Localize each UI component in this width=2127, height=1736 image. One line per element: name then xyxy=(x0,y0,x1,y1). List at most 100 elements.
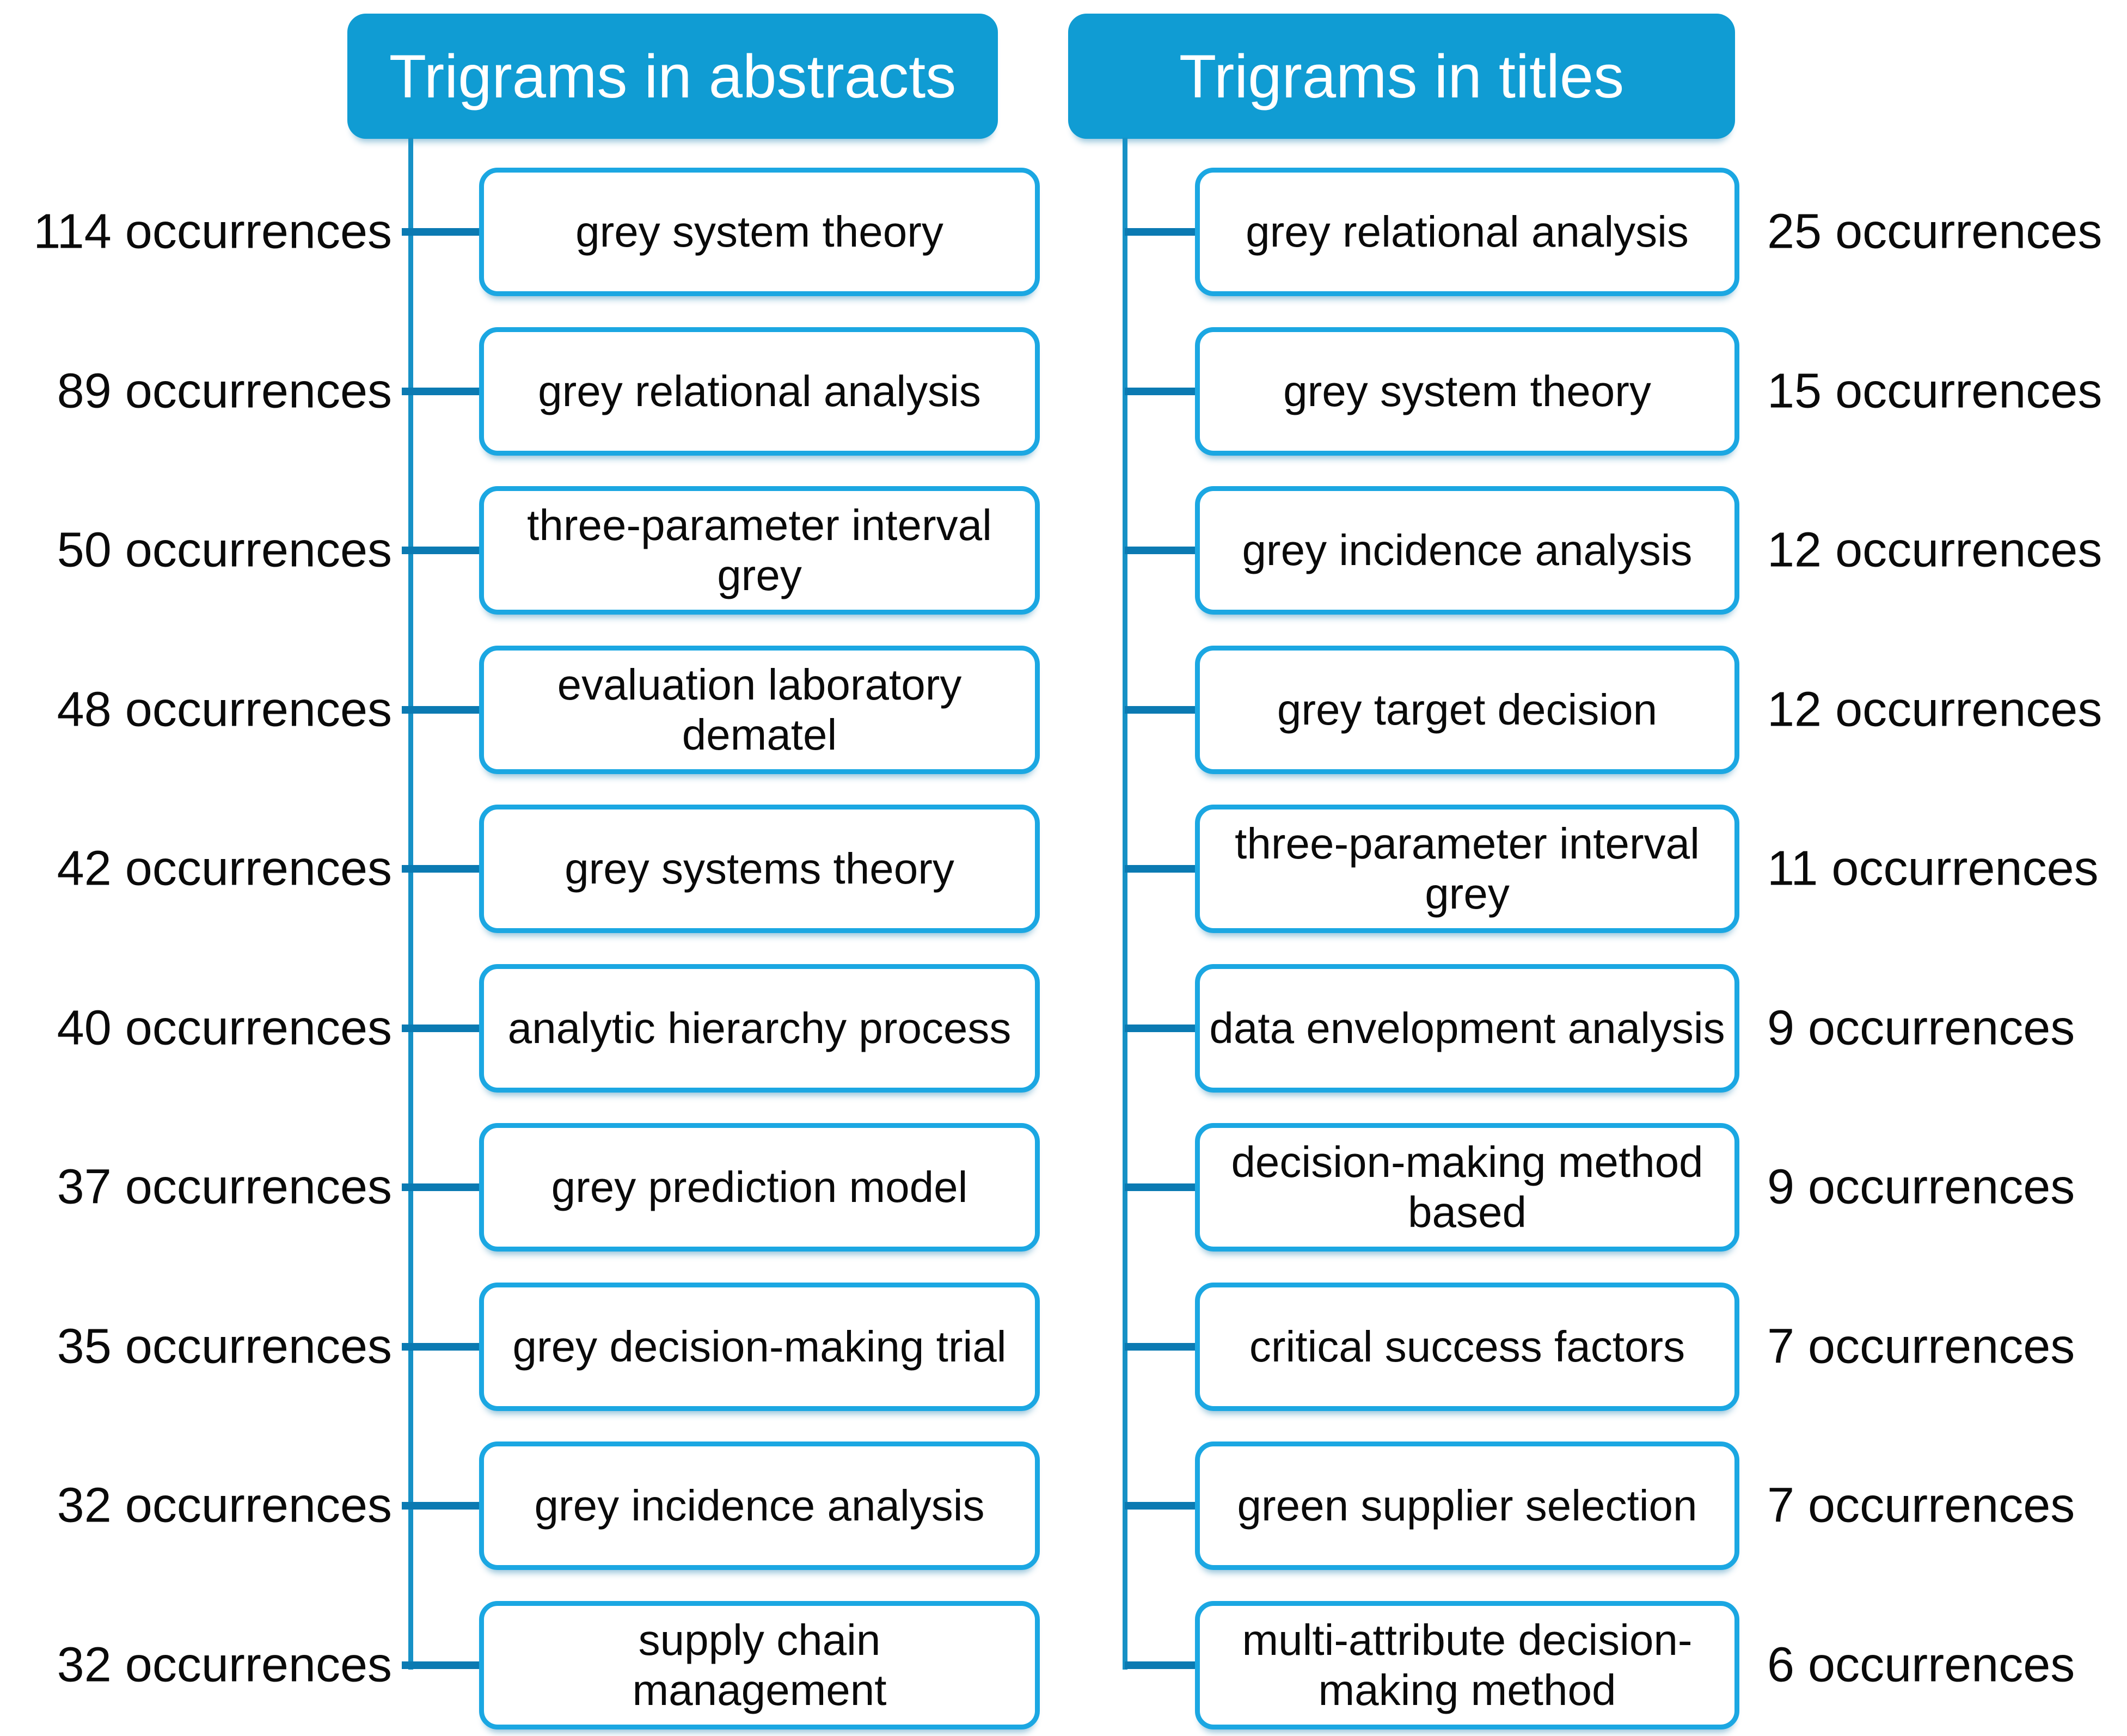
trigram-phrase-label: grey prediction model xyxy=(551,1163,968,1212)
trigram-box: grey systems theory xyxy=(479,805,1040,934)
trigram-phrase-label: analytic hierarchy process xyxy=(507,1003,1012,1052)
connector-line xyxy=(402,1661,484,1669)
tree-row-right-8: 7 occurrences critical success factors xyxy=(0,1267,2127,1427)
tree-row-left-2: 89 occurrences grey relational analysis xyxy=(0,312,2127,471)
connector-line xyxy=(1125,1661,1200,1669)
connector-line xyxy=(402,706,484,714)
occurrence-count-label: 9 occurrences xyxy=(1767,1001,2075,1056)
occurrence-count-label: 114 occurrences xyxy=(33,204,392,259)
tree-row-right-1: 25 occurrences grey relational analysis xyxy=(0,152,2127,312)
left-tree-title: Trigrams in abstracts xyxy=(347,14,998,139)
trigram-box: grey target decision xyxy=(1195,645,1739,774)
connector-line xyxy=(1125,1024,1200,1032)
right-tree-title: Trigrams in titles xyxy=(1068,14,1735,139)
trigram-phrase-label: grey target decision xyxy=(1277,685,1658,734)
trigram-phrase-label: three-parameter interval grey xyxy=(1235,819,1700,918)
trigram-phrase-label: grey incidence analysis xyxy=(534,1481,985,1530)
occurrence-count-label: 6 occurrences xyxy=(1767,1637,2075,1692)
trigram-box: data envelopment analysis xyxy=(1195,964,1739,1093)
trigram-box: grey system theory xyxy=(1195,327,1739,456)
trigram-phrase-label: grey relational analysis xyxy=(1246,207,1689,256)
trigram-box: grey relational analysis xyxy=(479,327,1040,456)
occurrence-count-label: 37 occurrences xyxy=(57,1160,392,1214)
tree-row-left-3: 50 occurrences three-parameter interval … xyxy=(0,471,2127,630)
connector-line xyxy=(1125,1502,1200,1510)
connector-line xyxy=(1125,228,1200,236)
connector-line xyxy=(1125,547,1200,555)
trigram-phrase-label: data envelopment analysis xyxy=(1209,1003,1725,1052)
occurrence-count-label: 35 occurrences xyxy=(57,1319,392,1374)
trigram-phrase-label: grey system theory xyxy=(575,207,943,256)
trigram-box: green supplier selection xyxy=(1195,1441,1739,1571)
trigram-phrase-label: grey decision-making trial xyxy=(512,1322,1007,1371)
trigram-box: multi-attribute decision- making method xyxy=(1195,1600,1739,1729)
tree-row-left-1: 114 occurrences grey system theory xyxy=(0,152,2127,312)
trigram-phrase-label: grey system theory xyxy=(1283,366,1651,415)
connector-line xyxy=(402,1024,484,1032)
occurrence-count-label: 12 occurrences xyxy=(1767,523,2103,578)
trigram-box: three-parameter interval grey xyxy=(1195,805,1739,934)
tree-row-left-4: 48 occurrences evaluation laboratory dem… xyxy=(0,630,2127,790)
trigram-box: grey prediction model xyxy=(479,1123,1040,1252)
connector-line xyxy=(402,228,484,236)
trigram-phrase-label: grey incidence analysis xyxy=(1242,526,1693,575)
tree-row-left-10: 32 occurrences supply chain management xyxy=(0,1586,2127,1736)
occurrence-count-label: 50 occurrences xyxy=(57,523,392,578)
tree-row-right-5: 11 occurrences three-parameter interval … xyxy=(0,789,2127,949)
trigram-box: grey relational analysis xyxy=(1195,168,1739,297)
occurrence-count-label: 42 occurrences xyxy=(57,841,392,896)
trigram-box: three-parameter interval grey xyxy=(479,486,1040,615)
connector-line xyxy=(1125,387,1200,395)
trigram-phrase-label: grey relational analysis xyxy=(538,366,981,415)
trigram-phrase-label: grey systems theory xyxy=(565,844,954,893)
trigram-box: grey decision-making trial xyxy=(479,1282,1040,1411)
connector-line xyxy=(402,1342,484,1351)
connector-line xyxy=(402,1183,484,1192)
tree-row-right-3: 12 occurrences grey incidence analysis xyxy=(0,471,2127,630)
occurrence-count-label: 32 occurrences xyxy=(57,1637,392,1692)
trigram-box: evaluation laboratory dematel xyxy=(479,645,1040,774)
occurrence-count-label: 11 occurrences xyxy=(1767,841,2099,896)
connector-line xyxy=(402,1502,484,1510)
occurrence-count-label: 9 occurrences xyxy=(1767,1160,2075,1214)
occurrence-count-label: 25 occurrences xyxy=(1767,204,2103,259)
occurrence-count-label: 48 occurrences xyxy=(57,682,392,737)
occurrence-count-label: 12 occurrences xyxy=(1767,682,2103,737)
tree-row-left-5: 42 occurrences grey systems theory xyxy=(0,789,2127,949)
connector-line xyxy=(1125,1342,1200,1351)
left-tree-spine xyxy=(408,138,413,1670)
occurrence-count-label: 89 occurrences xyxy=(57,364,392,419)
trigram-phrase-label: supply chain management xyxy=(632,1615,887,1714)
occurrence-count-label: 40 occurrences xyxy=(57,1001,392,1056)
tree-row-right-9: 7 occurrences green supplier selection xyxy=(0,1426,2127,1586)
connector-line xyxy=(1125,865,1200,873)
occurrence-count-label: 32 occurrences xyxy=(57,1478,392,1533)
trigram-box: analytic hierarchy process xyxy=(479,964,1040,1093)
trigram-phrase-label: multi-attribute decision- making method xyxy=(1242,1615,1693,1714)
occurrence-count-label: 15 occurrences xyxy=(1767,364,2103,419)
connector-line xyxy=(402,865,484,873)
right-tree-spine xyxy=(1123,138,1127,1670)
trigram-box: grey incidence analysis xyxy=(479,1441,1040,1571)
occurrence-count-label: 7 occurrences xyxy=(1767,1319,2075,1374)
tree-row-right-6: 9 occurrences data envelopment analysis xyxy=(0,949,2127,1108)
tree-row-left-8: 35 occurrences grey decision-making tria… xyxy=(0,1267,2127,1427)
tree-row-right-10: 6 occurrences multi-attribute decision- … xyxy=(0,1586,2127,1736)
trigram-box: grey incidence analysis xyxy=(1195,486,1739,615)
connector-line xyxy=(1125,1183,1200,1192)
tree-row-left-9: 32 occurrences grey incidence analysis xyxy=(0,1426,2127,1586)
tree-row-right-4: 12 occurrences grey target decision xyxy=(0,630,2127,790)
tree-row-left-7: 37 occurrences grey prediction model xyxy=(0,1108,2127,1267)
connector-line xyxy=(1125,706,1200,714)
tree-row-left-6: 40 occurrences analytic hierarchy proces… xyxy=(0,949,2127,1108)
occurrence-count-label: 7 occurrences xyxy=(1767,1478,2075,1533)
trigram-phrase-label: critical success factors xyxy=(1249,1322,1685,1371)
trigram-phrase-label: three-parameter interval grey xyxy=(527,501,992,600)
connector-line xyxy=(402,387,484,395)
tree-row-right-2: 15 occurrences grey system theory xyxy=(0,312,2127,471)
trigram-box: decision-making method based xyxy=(1195,1123,1739,1252)
trigram-phrase-label: evaluation laboratory dematel xyxy=(557,660,962,759)
trigram-phrase-label: green supplier selection xyxy=(1237,1481,1697,1530)
trigram-box: critical success factors xyxy=(1195,1282,1739,1411)
